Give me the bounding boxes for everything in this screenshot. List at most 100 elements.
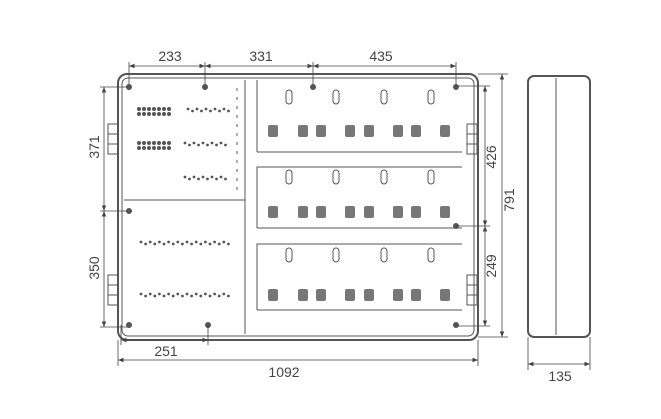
terminal: [167, 240, 171, 244]
terminal: [197, 177, 200, 181]
terminal: [147, 107, 151, 111]
breaker-socket: [393, 289, 403, 301]
terminal: [218, 109, 221, 113]
terminal: [167, 107, 171, 111]
terminal: [188, 143, 191, 147]
meter-slot: [427, 169, 435, 185]
meter-slot: [380, 89, 388, 105]
terminal: [181, 294, 184, 298]
terminal: [147, 146, 151, 150]
side-view: [527, 75, 591, 338]
breaker-socket: [345, 206, 355, 218]
terminal: [208, 242, 212, 246]
right-panel-2-border: [256, 166, 462, 228]
terminal: [206, 143, 209, 147]
terminal: [142, 107, 146, 111]
breaker-socket: [316, 125, 326, 137]
terminal: [227, 109, 230, 113]
terminal: [199, 242, 203, 246]
terminal: [222, 292, 226, 296]
terminal: [137, 112, 141, 116]
breaker-socket: [411, 125, 421, 137]
terminal: [152, 112, 156, 116]
terminal: [215, 177, 218, 181]
breaker-socket: [345, 125, 355, 137]
terminal: [142, 112, 146, 116]
terminal: [148, 240, 152, 244]
terminal: [206, 177, 209, 181]
breaker-socket: [268, 125, 278, 137]
terminal: [213, 107, 217, 111]
front-view: [107, 73, 479, 341]
right-panel-3-border: [256, 243, 462, 310]
terminal: [162, 107, 166, 111]
terminal: [144, 242, 148, 246]
dim-label-249: 249: [483, 254, 499, 278]
terminal: [183, 141, 187, 145]
terminal: [217, 242, 221, 246]
terminal: [204, 107, 208, 111]
terminal: [171, 242, 175, 246]
terminal: [185, 292, 189, 296]
terminal: [176, 240, 180, 244]
breaker-socket: [345, 289, 355, 301]
terminal: [204, 292, 207, 296]
enclosure-outer: [117, 73, 479, 341]
terminal: [153, 294, 157, 298]
terminal: [158, 292, 161, 296]
terminal: [190, 242, 194, 246]
right-hinge-lower: [466, 274, 478, 306]
breaker-socket: [393, 206, 403, 218]
breaker-socket: [440, 289, 450, 301]
terminal: [137, 107, 141, 111]
breaker-socket: [364, 125, 374, 137]
left-hinge-upper: [107, 123, 119, 155]
terminal: [147, 112, 151, 116]
terminal: [152, 107, 156, 111]
mounting-hole: [453, 84, 459, 90]
terminal: [222, 107, 226, 111]
breaker-socket: [411, 206, 421, 218]
terminal: [186, 107, 190, 111]
terminal: [195, 107, 199, 111]
meter-slot: [285, 247, 293, 263]
terminal: [181, 242, 184, 246]
left-hinge-lower: [107, 274, 119, 306]
terminal: [194, 292, 198, 296]
terminal: [162, 112, 166, 116]
terminal: [197, 143, 200, 147]
terminal: [139, 292, 143, 296]
mounting-hole: [126, 208, 132, 214]
dim-label-331: 331: [249, 48, 273, 64]
dim-label-350: 350: [86, 256, 102, 280]
breaker-socket: [298, 289, 308, 301]
terminal: [209, 109, 212, 113]
dim-label-426: 426: [483, 145, 499, 169]
terminal: [222, 240, 226, 244]
terminal: [162, 141, 166, 145]
terminal: [192, 141, 196, 145]
breaker-socket: [440, 206, 450, 218]
breaker-socket: [298, 206, 308, 218]
breaker-socket: [268, 206, 278, 218]
terminal: [183, 175, 187, 179]
terminal: [210, 141, 214, 145]
mounting-hole: [310, 84, 316, 90]
terminal: [224, 143, 227, 147]
terminal: [167, 292, 171, 296]
dim-label-1092: 1092: [268, 364, 299, 380]
meter-slot: [332, 89, 340, 105]
breaker-socket: [316, 206, 326, 218]
terminal: [153, 242, 157, 246]
terminal: [213, 292, 217, 296]
side-outer: [527, 75, 591, 338]
terminal: [162, 146, 166, 150]
mounting-hole: [126, 322, 132, 328]
dim-label-791: 791: [501, 188, 517, 212]
meter-slot: [332, 247, 340, 263]
terminal: [137, 146, 141, 150]
dim-label-135: 135: [548, 368, 572, 384]
terminal: [227, 294, 230, 298]
enclosure-inner: [121, 77, 475, 337]
